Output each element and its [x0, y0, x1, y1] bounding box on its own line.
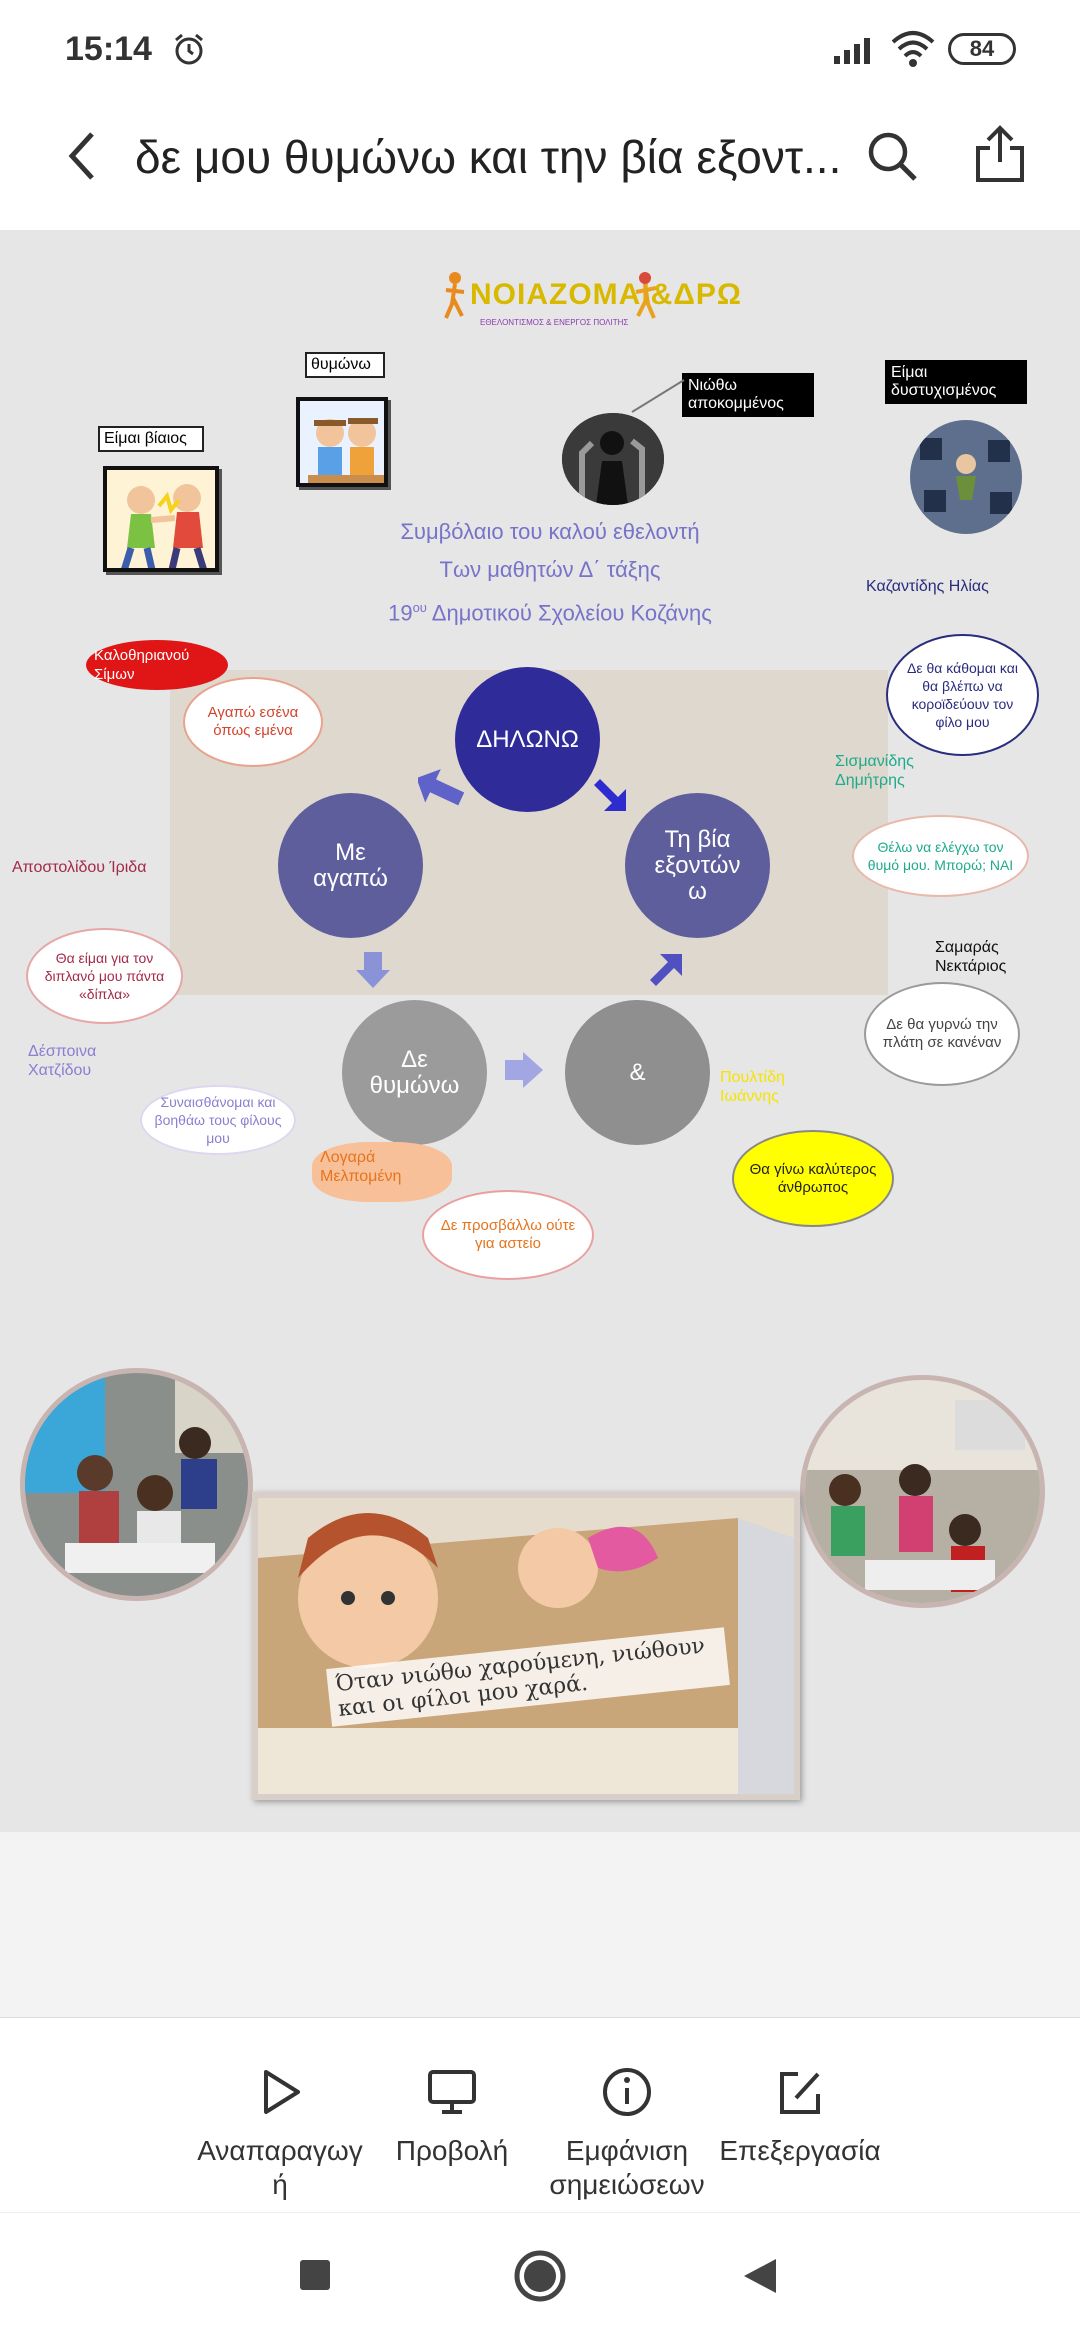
monitor-icon: [428, 2070, 476, 2114]
wifi-icon: [891, 31, 935, 67]
signal-icon: [834, 38, 870, 64]
share-icon[interactable]: [972, 124, 1028, 184]
cycle-arrow-icon: [594, 779, 626, 811]
name-kazantidis: Καζαντίδης Ηλίας: [866, 578, 989, 595]
bubble-kazantidis: Δε θα κάθομαι και θα βλέπω να κοροϊδεύου…: [886, 634, 1039, 756]
classroom-photo-left: [20, 1368, 253, 1601]
bubble-yellow: Θα γίνω καλύτερος άνθρωπος: [732, 1130, 894, 1227]
label-unhappy: Είμαι δυστυχισμένος: [885, 360, 1027, 404]
name-despoina: Δέσποινα Χατζίδου: [28, 1043, 97, 1079]
cycle-love-myself: Με αγαπώ: [278, 793, 423, 938]
back-arrow-icon[interactable]: [58, 128, 108, 184]
cycle-violence: Τη βία εξοντών ω: [625, 793, 770, 938]
bubble-apostolidou: Θα είμαι για τον διπλανό μου πάντα «δίπλ…: [26, 928, 183, 1024]
cycle-arrow-icon: [418, 769, 465, 806]
home-icon[interactable]: [513, 2249, 567, 2303]
child-figure-icon: [444, 272, 465, 319]
recents-icon[interactable]: [299, 2259, 331, 2291]
info-icon: [603, 2068, 651, 2116]
app-bar: δε μου θυμώνω και την βία εξοντ...: [0, 100, 1080, 230]
view-button[interactable]: Προβολή: [362, 2066, 542, 2168]
name-kalotheriano: Καλοθηριανού Σίμων: [86, 640, 228, 690]
cycle-arrow-icon: [356, 952, 390, 988]
cycle-not-angry: Δε θυμώνω: [342, 1000, 487, 1145]
alarm-icon: [175, 33, 203, 65]
label-violent: Είμαι βίαιος: [98, 426, 204, 452]
back-nav-icon[interactable]: [742, 2257, 778, 2295]
classroom-photo-right: [800, 1375, 1045, 1608]
quarrel-picture: [296, 397, 388, 487]
bubble-despoina: Συναισθάνομαι και βοηθάω τους φίλους μου: [140, 1085, 296, 1155]
fighting-kids-picture: [103, 466, 219, 572]
logo-text: ΝΟΙΑΖΟΜΑΙ&ΔΡΩ: [470, 278, 742, 311]
name-apostolidou: Αποστολίδου Ίριδα: [12, 859, 147, 876]
document-title: δε μου θυμώνω και την βία εξοντ...: [135, 131, 842, 183]
edit-icon: [780, 2072, 820, 2114]
cycle-declare: ΔΗΛΩΝΩ: [455, 667, 600, 812]
bubble-samaras: Δε θα γυρνώ την πλάτη σε κανέναν: [864, 982, 1020, 1086]
play-label: Αναπαραγωγ ή: [197, 2135, 363, 2200]
bubble-logara: Δε προσβάλλω ούτε για αστείο: [422, 1190, 594, 1280]
connector-line: [631, 379, 685, 413]
contract-line-1: Συμβόλαιο του καλού εθελοντή: [400, 519, 700, 544]
label-isolated: Νιώθω αποκομμένος: [682, 373, 814, 417]
logo-subtitle: ΕΘΕΛΟΝΤΙΣΜΟΣ & ΕΝΕΡΓΟΣ ΠΟΛΙΤΗΣ: [480, 318, 629, 327]
search-icon[interactable]: [864, 128, 920, 184]
feelings-box-photo: Όταν νιώθω χαρούμενη, νιώθουν και οι φίλ…: [252, 1492, 800, 1800]
slide: ΝΟΙΑΖΟΜΑΙ&ΔΡΩ ΕΘΕΛΟΝΤΙΣΜΟΣ & ΕΝΕΡΓΟΣ ΠΟΛ…: [0, 230, 1080, 1832]
bubble-sismanidis: Θέλω να ελέγχω τον θυμό μου. Μπορώ; ΝΑΙ: [852, 815, 1029, 897]
battery-indicator: 84: [948, 33, 1016, 65]
viewer-bottom-area: [0, 1832, 1080, 2017]
name-yellow: Πουλτίδη Ιωάννης: [720, 1069, 785, 1105]
contract-line-2: Των μαθητών Δ΄ τάξης: [439, 557, 661, 582]
edit-button[interactable]: Επεξεργασία: [710, 2066, 890, 2168]
bottom-toolbar: Αναπαραγωγ ή Προβολή Εμφάνιση σημειώσεων…: [0, 2017, 1080, 2212]
cycle-arrow-icon: [505, 1052, 543, 1088]
bubble-love-you: Αγαπώ εσένα όπως εμένα: [183, 677, 323, 767]
system-nav-bar: [0, 2212, 1080, 2340]
notes-label: Εμφάνιση σημειώσεων: [549, 2135, 705, 2200]
name-logara: Λογαρά Μελπομένη: [312, 1142, 452, 1202]
name-sismanidis: Σισμανίδης Δημήτρης: [835, 753, 914, 789]
child-figure-icon: [635, 272, 657, 319]
cycle-and: &: [565, 1000, 710, 1145]
cycle-arrow-icon: [650, 954, 682, 986]
logo: ΝΟΙΑΖΟΜΑΙ&ΔΡΩ ΕΘΕΛΟΝΤΙΣΜΟΣ & ΕΝΕΡΓΟΣ ΠΟΛ…: [440, 260, 741, 330]
unhappy-child-picture: [910, 420, 1022, 534]
status-bar: 15:14 84: [0, 0, 1080, 100]
play-button[interactable]: Αναπαραγωγ ή: [190, 2066, 370, 2202]
contract-line-3: 19ου Δημοτικού Σχολείου Κοζάνης: [388, 600, 712, 626]
play-icon: [264, 2070, 300, 2114]
show-notes-button[interactable]: Εμφάνιση σημειώσεων: [537, 2066, 717, 2202]
view-label: Προβολή: [395, 2135, 509, 2166]
label-angry: θυμώνω: [305, 352, 385, 378]
name-samaras: Σαμαράς Νεκτάριος: [935, 939, 1007, 975]
slide-viewer[interactable]: ΝΟΙΑΖΟΜΑΙ&ΔΡΩ ΕΘΕΛΟΝΤΙΣΜΟΣ & ΕΝΕΡΓΟΣ ΠΟΛ…: [0, 230, 1080, 1832]
clock: 15:14: [65, 30, 152, 68]
edit-label: Επεξεργασία: [719, 2135, 881, 2166]
isolated-person-picture: [562, 413, 664, 505]
